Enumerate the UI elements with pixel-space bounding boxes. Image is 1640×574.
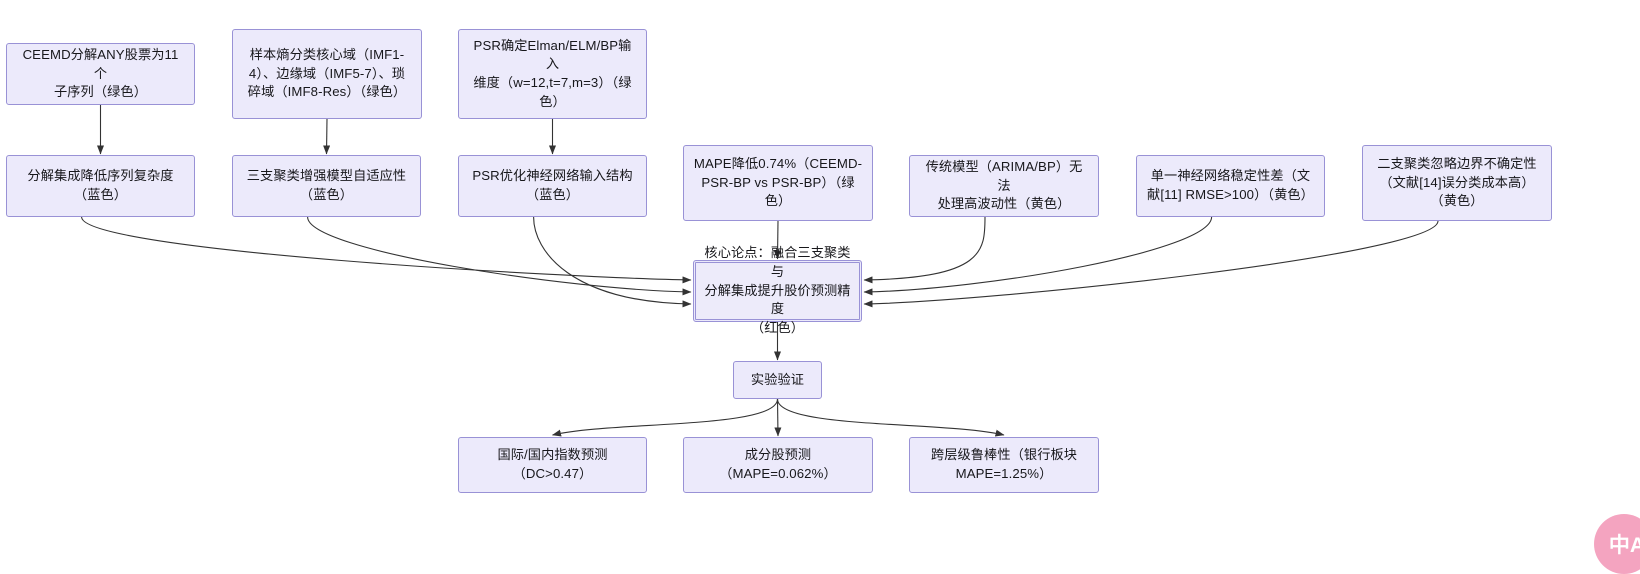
node-label: 样本熵分类核心域（IMF1- 4）、边缘域（IMF5-7）、琐 碎域（IMF8-…: [247, 46, 407, 100]
node-n7[interactable]: MAPE降低0.74%（CEEMD- PSR-BP vs PSR-BP）（绿 色…: [683, 145, 873, 221]
node-label: CEEMD分解ANY股票为11个 子序列（绿色）: [22, 46, 179, 100]
edge-n6-to-core: [533, 216, 692, 308]
node-n4[interactable]: 分解集成降低序列复杂度 （蓝色）: [6, 155, 195, 217]
node-n1[interactable]: CEEMD分解ANY股票为11个 子序列（绿色）: [6, 43, 195, 105]
node-n5[interactable]: 三支聚类增强模型自适应性 （蓝色）: [232, 155, 421, 217]
watermark-text: 中A: [1608, 533, 1640, 557]
node-r1[interactable]: 国际/国内指数预测 （DC>0.47）: [458, 437, 647, 493]
edge-n10-to-core: [863, 220, 1439, 308]
node-label: 成分股预测 （MAPE=0.062%）: [719, 447, 837, 481]
node-n3[interactable]: PSR确定Elman/ELM/BP输入 维度（w=12,t=7,m=3）（绿 色…: [458, 29, 647, 119]
node-label: 分解集成降低序列复杂度 （蓝色）: [27, 168, 174, 202]
node-label: 跨层级鲁棒性（银行板块 MAPE=1.25%）: [930, 447, 1078, 481]
edge-n4-to-core: [81, 216, 692, 284]
node-label: PSR优化神经网络输入结构 （蓝色）: [472, 168, 633, 202]
edge-n2-to-n5: [323, 118, 331, 155]
node-r2[interactable]: 成分股预测 （MAPE=0.062%）: [683, 437, 873, 493]
node-r3[interactable]: 跨层级鲁棒性（银行板块 MAPE=1.25%）: [909, 437, 1099, 493]
edge-n9-to-core: [863, 216, 1213, 296]
edge-exp-to-r1: [552, 398, 779, 437]
node-label: 单一神经网络稳定性差（文 献[11] RMSE>100）（黄色）: [1147, 168, 1314, 202]
node-core[interactable]: 核心论点：融合三支聚类与 分解集成提升股价预测精度 （红色）: [693, 245, 862, 335]
node-label: PSR确定Elman/ELM/BP输入 维度（w=12,t=7,m=3）（绿 色…: [473, 37, 632, 109]
node-label: 实验验证: [750, 371, 805, 387]
node-n8[interactable]: 传统模型（ARIMA/BP）无法 处理高波动性（黄色）: [909, 155, 1099, 217]
node-exp[interactable]: 实验验证: [733, 361, 822, 399]
node-n10[interactable]: 二支聚类忽略边界不确定性 （文献[14]误分类成本高） （黄色）: [1362, 145, 1552, 221]
node-label: 核心论点：融合三支聚类与 分解集成提升股价预测精度 （红色）: [704, 245, 851, 336]
node-label: MAPE降低0.74%（CEEMD- PSR-BP vs PSR-BP）（绿 色…: [693, 155, 863, 209]
edge-n5-to-core: [307, 216, 692, 296]
node-n9[interactable]: 单一神经网络稳定性差（文 献[11] RMSE>100）（黄色）: [1136, 155, 1325, 217]
node-n6[interactable]: PSR优化神经网络输入结构 （蓝色）: [458, 155, 647, 217]
node-n2[interactable]: 样本熵分类核心域（IMF1- 4）、边缘域（IMF5-7）、琐 碎域（IMF8-…: [232, 29, 422, 119]
edge-exp-to-r2: [774, 398, 782, 437]
node-label: 传统模型（ARIMA/BP）无法 处理高波动性（黄色）: [925, 158, 1083, 212]
watermark-badge: 中A: [1594, 514, 1640, 574]
node-label: 国际/国内指数预测 （DC>0.47）: [497, 447, 608, 481]
edge-n8-to-core: [863, 216, 986, 284]
node-label: 三支聚类增强模型自适应性 （蓝色）: [246, 168, 407, 202]
edge-exp-to-r3: [776, 398, 1005, 437]
node-label: 二支聚类忽略边界不确定性 （文献[14]误分类成本高） （黄色）: [1377, 155, 1537, 209]
